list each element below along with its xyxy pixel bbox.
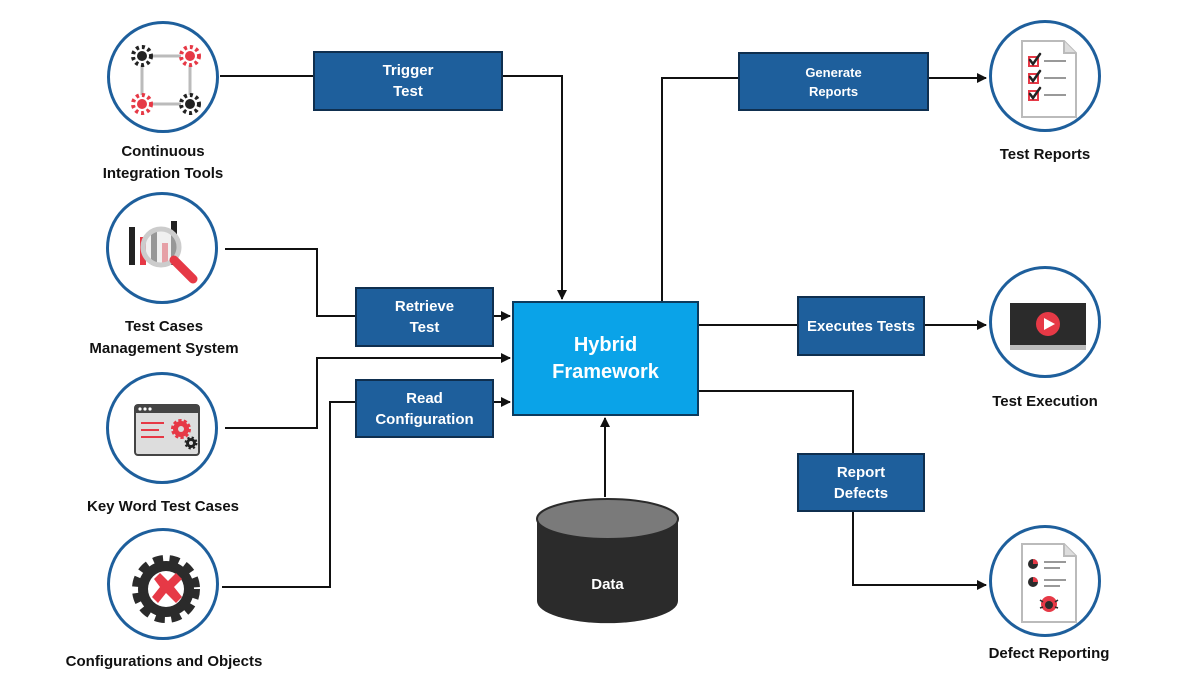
connector-keyword-to-hub xyxy=(225,353,511,429)
test-cases-management-label: Test Cases Management System xyxy=(89,318,239,357)
retrieve-test-step: Retrieve Test xyxy=(355,287,494,347)
hybrid-framework-hub: Hybrid Framework xyxy=(512,301,699,416)
connector-tcms-to-retrieve xyxy=(225,248,355,317)
test-cases-management-node xyxy=(106,192,218,304)
video-play-icon xyxy=(1010,303,1086,350)
configurations-objects-label: Configurations and Objects xyxy=(65,653,263,670)
test-reports-node xyxy=(989,20,1101,132)
gear-wrench-icon xyxy=(132,555,200,623)
keyword-test-cases-node xyxy=(106,372,218,484)
read-configuration-step: Read Configuration xyxy=(355,379,494,438)
data-store-label: Data xyxy=(591,576,624,593)
executes-tests-step: Executes Tests xyxy=(797,296,925,356)
connector-hub-to-defects xyxy=(699,390,854,453)
gears-network-icon xyxy=(131,45,201,115)
checklist-document-icon xyxy=(1021,40,1077,118)
continuous-integration-tools-node xyxy=(107,21,219,133)
chart-magnifier-icon xyxy=(129,221,198,284)
test-execution-label: Test Execution xyxy=(992,393,1098,410)
keyword-test-cases-label: Key Word Test Cases xyxy=(87,498,239,515)
connector-trigger-to-hub xyxy=(503,75,567,300)
connector-defects-to-reporting xyxy=(852,512,987,590)
test-reports-label: Test Reports xyxy=(999,146,1091,163)
defect-reporting-label: Defect Reporting xyxy=(988,645,1110,662)
generate-reports-step: Generate Reports xyxy=(738,52,929,111)
trigger-test-step: Trigger Test xyxy=(313,51,503,111)
defect-reporting-node xyxy=(989,525,1101,637)
connector-config-to-read xyxy=(222,401,355,588)
data-cylinder-icon xyxy=(536,498,679,624)
browser-settings-icon xyxy=(134,404,200,456)
bug-report-document-icon xyxy=(1021,543,1077,623)
continuous-integration-tools-label: Continuous Integration Tools xyxy=(102,143,224,182)
connector-hub-to-generate xyxy=(661,77,738,301)
report-defects-step: Report Defects xyxy=(797,453,925,512)
test-execution-node xyxy=(989,266,1101,378)
configurations-objects-node xyxy=(107,528,219,640)
